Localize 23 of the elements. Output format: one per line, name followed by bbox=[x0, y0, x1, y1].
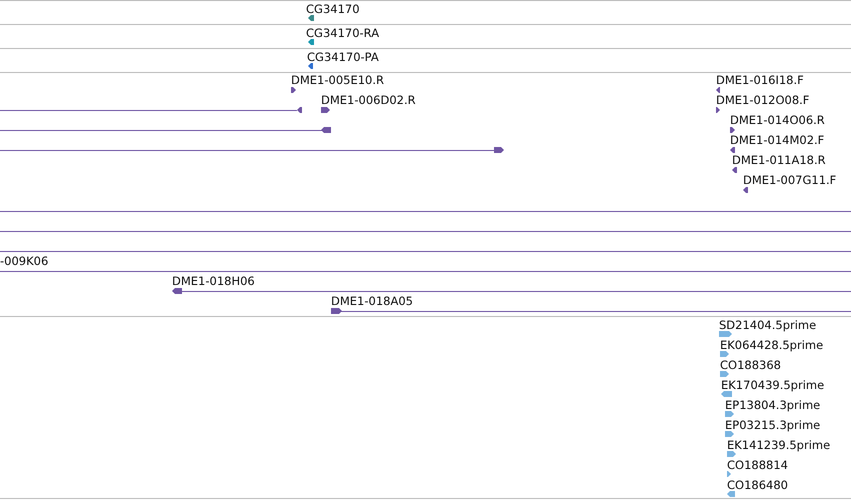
feature-name: DME1-018H06 bbox=[172, 274, 255, 288]
feature-name: CO186480 bbox=[727, 478, 788, 492]
feature-name: SD21404.5prime bbox=[719, 318, 816, 332]
feature-name: CG34170-PA bbox=[307, 50, 379, 64]
feature-name: DME1-006D02.R bbox=[321, 93, 416, 107]
feature-name: CG34170 bbox=[306, 2, 360, 16]
feature-name: CO188814 bbox=[727, 458, 788, 472]
feature-name: DME1-018A05 bbox=[331, 294, 413, 308]
feature-name: DME1-016I18.F bbox=[716, 73, 804, 87]
feature-name: DME1-007G11.F bbox=[743, 173, 836, 187]
feature-name: -009K06 bbox=[0, 254, 48, 268]
feature-name: EK064428.5prime bbox=[720, 338, 824, 352]
feature-name: EK170439.5prime bbox=[721, 378, 824, 392]
feature-name: DME1-011A18.R bbox=[732, 153, 826, 167]
feature-name: DME1-014O06.R bbox=[730, 113, 825, 127]
feature-name: CO188368 bbox=[720, 358, 781, 372]
feature-name: DME1-014M02.F bbox=[730, 133, 824, 147]
feature-name: DME1-012O08.F bbox=[716, 93, 810, 107]
feature-name: EP13804.3prime bbox=[725, 398, 820, 412]
feature-name: EK141239.5prime bbox=[727, 438, 830, 452]
feature-name: DME1-005E10.R bbox=[291, 73, 384, 87]
feature-name: EP03215.3prime bbox=[725, 418, 820, 432]
feature-name: CG34170-RA bbox=[306, 26, 380, 40]
